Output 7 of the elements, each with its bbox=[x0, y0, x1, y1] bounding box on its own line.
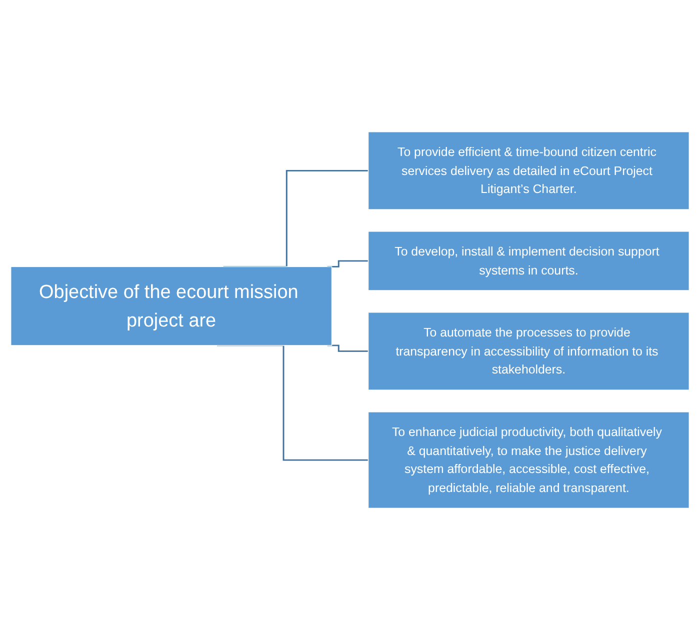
node-box: To develop, install & implement decision support systems in courts. bbox=[368, 232, 690, 292]
node-box: To provide efficient & time-bound citizen centric services delivery as detailed in eCourt Project Litigant’s Charter. bbox=[368, 132, 690, 210]
node-box: Objective of the ecourt mission project are bbox=[10, 266, 332, 346]
connector bbox=[327, 260, 368, 268]
node-box: To automate the processes to provide transparency in accessibility of information to its stakeholders. bbox=[368, 312, 690, 391]
connector bbox=[223, 170, 368, 268]
node-box: To enhance judicial productivity, both qualitatively & quantitatively, to make the justice delivery system affordable, accessible, cost effective, predictable, reliable and transparent. bbox=[368, 412, 690, 510]
